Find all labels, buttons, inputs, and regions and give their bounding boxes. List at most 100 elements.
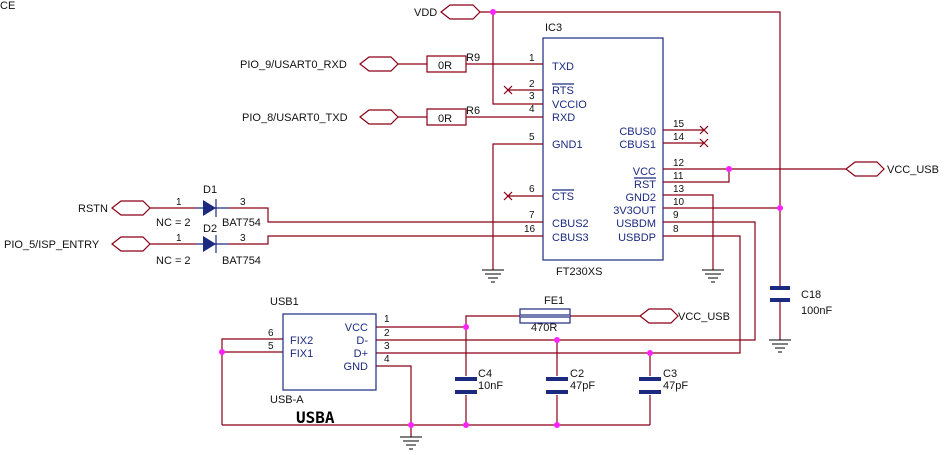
usb-pin-fix2: FIX2 (290, 335, 313, 347)
c4-ref: C4 (478, 368, 492, 380)
ic3-pin-rts: RTS (552, 85, 574, 97)
net-label-rxd: PIO_9/USART0_RXD (240, 59, 347, 71)
usb-pin-vcc: VCC (345, 322, 368, 334)
ic3: IC3 FT230XS TXD RTS VCCIO RXD GND1 CTS C… (524, 22, 685, 278)
ic3-pin-usbdm: USBDM (616, 218, 656, 230)
d1-part: BAT754 (222, 217, 261, 229)
ic3-pin-num-5: 5 (529, 132, 535, 143)
capacitor-c2: C2 47pF (546, 368, 595, 394)
c2-ref: C2 (570, 368, 584, 380)
ic3-pin-num-9: 9 (673, 210, 679, 221)
c3-value: 47pF (663, 380, 688, 392)
d2-ref: D2 (203, 223, 217, 235)
usb-pin-fix1: FIX1 (290, 348, 313, 360)
usb-pin-dp: D+ (354, 348, 368, 360)
ic3-pin-num-1: 1 (529, 53, 535, 64)
nc-x-rts (503, 85, 513, 95)
ic3-pin-num-10: 10 (673, 197, 685, 208)
usb-pin-num-5: 5 (268, 341, 274, 352)
net-label-vcc-usb-2: VCC_USB (678, 311, 730, 323)
usb-pin-num-1: 1 (384, 314, 390, 325)
nc-x-cts (503, 191, 513, 201)
wire-usbdp (376, 235, 741, 354)
ferrite-fe1: FE1 470R (519, 295, 571, 334)
junction-gnd-c2 (554, 422, 560, 428)
ic3-pin-num-11: 11 (673, 171, 684, 182)
ic3-pin-num-16: 16 (524, 224, 536, 235)
wire-fix2 (221, 338, 283, 425)
ic3-part: FT230XS (556, 266, 602, 278)
usb-title: USBA (296, 408, 335, 427)
wire-gnd1 (492, 143, 543, 270)
ic3-pin-cbus1: CBUS1 (619, 139, 656, 151)
d2-pin-a: 1 (176, 233, 182, 244)
usb-pin-dm: D- (356, 335, 368, 347)
junction-vdd (490, 9, 496, 15)
fe1-ref: FE1 (544, 295, 564, 307)
usb-pin-num-2: 2 (384, 328, 390, 339)
capacitor-c18: C18 100nF (770, 286, 832, 317)
d1-pin-a: 1 (176, 197, 182, 208)
ic3-pin-num-14: 14 (673, 132, 685, 143)
junction-gnd-usb (408, 422, 414, 428)
top-left-fragment: CE (0, 0, 15, 12)
ic3-pin-num-8: 8 (673, 224, 679, 235)
usb-type: USB-A (270, 394, 304, 406)
capacitor-c3: C3 47pF (639, 368, 688, 394)
c2-value: 47pF (570, 380, 595, 392)
r6-body (426, 108, 467, 126)
ic3-pin-cts: CTS (552, 191, 574, 203)
ic3-pin-cbus3: CBUS3 (552, 232, 589, 244)
net-label-txd: PIO_8/USART0_TXD (242, 112, 348, 124)
nc-x-cbus1 (699, 138, 709, 148)
fe1-body-bottom (519, 316, 571, 324)
usb-pin-num-4: 4 (384, 354, 390, 365)
nc-markers (503, 85, 709, 201)
capacitor-c4: C4 10nF (455, 368, 503, 394)
junction-vcc-rst (726, 166, 732, 172)
d2-nc: NC = 2 (156, 255, 191, 267)
r6-value: 0R (438, 113, 452, 125)
ic3-pin-cbus2: CBUS2 (552, 218, 589, 230)
d1-ref: D1 (203, 184, 217, 196)
ground-symbol-gnd1 (482, 269, 504, 283)
usb-body (282, 313, 377, 391)
resistor-r9: 0R R9 (426, 52, 480, 73)
r9-value: 0R (438, 60, 452, 72)
diode-d1: D1 1 3 NC = 2 BAT754 (156, 184, 261, 229)
junction-3v3out (777, 205, 783, 211)
junction-gnd-c4 (463, 422, 469, 428)
net-label-vdd: VDD (414, 7, 437, 19)
ground-symbol-gnd2 (702, 269, 724, 283)
c3-ref: C3 (663, 368, 677, 380)
wire-cbus2 (228, 207, 543, 223)
ic3-pin-num-4: 4 (529, 104, 535, 115)
ic3-pin-gnd2: GND2 (625, 192, 656, 204)
r9-body (426, 55, 467, 73)
ic3-pin-num-3: 3 (529, 91, 535, 102)
ic3-pin-vccio: VCCIO (552, 99, 587, 111)
c18-value: 100nF (801, 305, 832, 317)
wire-rst (663, 169, 730, 183)
usb-pin-num-3: 3 (384, 341, 390, 352)
net-label-vcc-usb-1: VCC_USB (887, 164, 939, 176)
junction-dm (554, 337, 560, 343)
r9-ref: R9 (466, 52, 480, 64)
d2-part: BAT754 (222, 255, 261, 267)
usb-pin-num-6: 6 (268, 328, 274, 339)
resistor-r6: 0R R6 (426, 105, 480, 126)
port-vcc-usb-2 (639, 308, 679, 324)
r6-ref: R6 (466, 105, 480, 117)
junction-usb-vcc (463, 324, 469, 330)
ic3-pin-cbus0: CBUS0 (619, 126, 656, 138)
ground-symbol-usb (400, 436, 422, 450)
wire-usb-gnd (376, 365, 412, 437)
wires (150, 11, 846, 437)
ic3-pin-usbdp: USBDP (618, 232, 656, 244)
ic3-pin-vcc: VCC (633, 166, 656, 178)
ic3-pin-txd: TXD (552, 61, 574, 73)
c18-ref: C18 (801, 289, 821, 301)
ground-symbol-c18 (769, 339, 791, 353)
ic3-pin-num-15: 15 (673, 119, 685, 130)
